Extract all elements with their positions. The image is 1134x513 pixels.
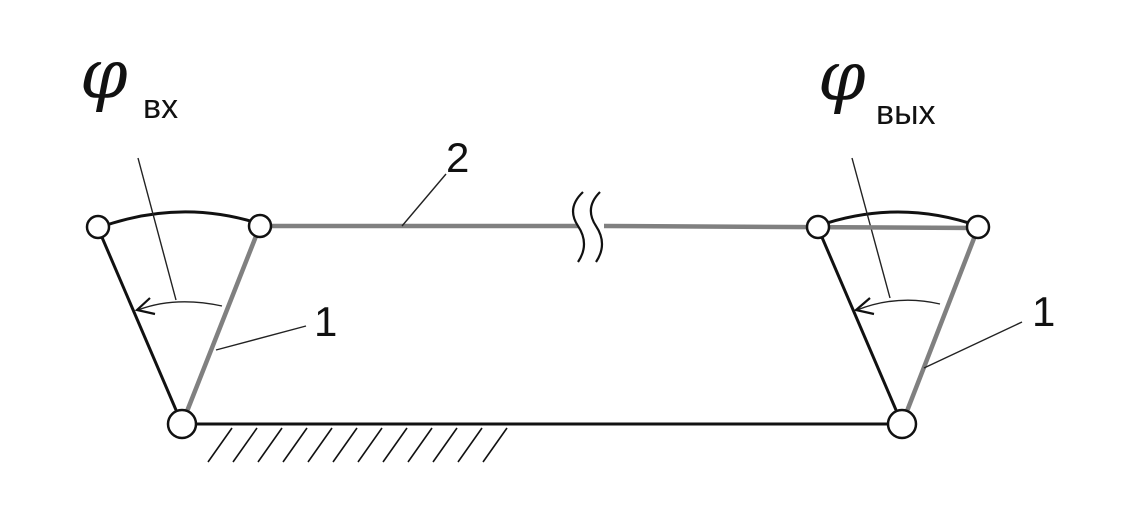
output-angle-arc: [856, 299, 941, 311]
joints: [85, 213, 991, 440]
ground-hatching: [207, 427, 508, 463]
input-crank-label: 1: [314, 298, 337, 345]
input-crank: [96, 157, 263, 425]
ground-pivot-left: [166, 408, 198, 440]
input-angle-leader: [137, 157, 177, 301]
coupler-right-segment: [603, 223, 979, 231]
input-crank-position-b: [179, 225, 263, 425]
phi-input-subscript: вх: [143, 88, 178, 126]
output-crank-position-a: [816, 227, 904, 425]
input-crank-position-a: [96, 227, 184, 425]
ground: [182, 422, 902, 463]
output-crank-label-leader: [923, 321, 1023, 369]
coupler-label-leader: [401, 173, 447, 227]
coupler: [260, 191, 979, 263]
input-angle-arc: [137, 301, 223, 311]
output-crank-label: 1: [1032, 288, 1055, 335]
output-swing-arc: [817, 210, 979, 228]
joint-input-a: [85, 214, 111, 240]
input-swing-arc: [97, 210, 261, 230]
joint-output-b: [965, 214, 991, 240]
break-mark-right: [589, 191, 604, 263]
output-angle-arrow-icon: [853, 297, 875, 316]
input-crank-label-leader: [215, 325, 307, 351]
output-crank: [816, 157, 981, 425]
phi-output-symbol: φ: [818, 38, 866, 117]
phi-output-subscript: вых: [876, 94, 936, 132]
output-crank-position-b: [899, 227, 981, 425]
phi-input-symbol: φ: [80, 36, 128, 115]
break-mark-left: [571, 191, 586, 263]
coupler-label: 2: [446, 134, 469, 181]
joint-input-b: [247, 213, 273, 239]
joint-output-a: [805, 214, 831, 240]
ground-pivot-right: [886, 408, 918, 440]
input-angle-arrow-icon: [134, 297, 156, 316]
